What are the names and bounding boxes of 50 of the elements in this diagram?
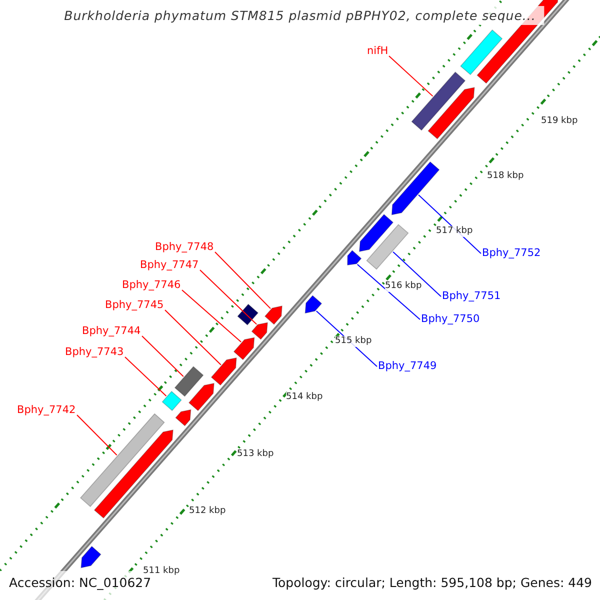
- leader-line: [76, 414, 118, 456]
- gene-feature: [175, 409, 192, 426]
- gene-feature: [80, 546, 102, 568]
- gene-feature: [358, 214, 394, 252]
- gene-label: Bphy_7749: [378, 360, 437, 373]
- gene-feature: [94, 430, 174, 519]
- leader-line: [124, 356, 167, 397]
- gene-label: Bphy_7752: [482, 247, 541, 260]
- tick-label: 518 kbp: [487, 171, 524, 182]
- gene-feature: [460, 29, 503, 76]
- accession-text: Accession: NC_010627: [9, 575, 152, 590]
- tick-label: 515 kbp: [335, 336, 372, 347]
- tick-label: 514 kbp: [286, 392, 323, 403]
- gene-label: nifH: [367, 45, 388, 58]
- gene-label: Bphy_7743: [65, 346, 124, 359]
- gene-feature: [264, 306, 282, 325]
- leader-line: [200, 270, 258, 325]
- gene-label: Bphy_7748: [155, 241, 214, 254]
- gene-feature: [162, 390, 182, 412]
- gene-feature: [174, 366, 204, 397]
- gene-label: Bphy_7746: [122, 279, 181, 292]
- gene-label: Bphy_7742: [17, 404, 76, 417]
- topology-text: Topology: circular; Length: 595,108 bp; Genes: 449: [272, 575, 592, 590]
- gene-label: Bphy_7750: [421, 313, 480, 326]
- gene-feature: [251, 322, 268, 340]
- leader-line: [164, 310, 222, 366]
- tick-label: 513 kbp: [237, 449, 274, 460]
- leader-line: [214, 252, 271, 310]
- tick-label: 511 kbp: [143, 566, 180, 577]
- gene-feature: [210, 357, 237, 386]
- gene-label: Bphy_7751: [442, 290, 501, 303]
- gene-feature: [188, 382, 214, 412]
- gene-label: Bphy_7747: [140, 259, 199, 272]
- gene-feature: [366, 224, 409, 270]
- gene-feature: [304, 295, 322, 314]
- tick-label: 517 kbp: [436, 226, 473, 237]
- leader-line: [182, 290, 242, 342]
- gene-feature: [428, 87, 475, 140]
- tick-label: 512 kbp: [189, 506, 226, 517]
- gene-feature: [347, 250, 362, 266]
- gene-feature: [80, 413, 165, 508]
- gene-feature: [411, 72, 466, 131]
- tick-label: 519 kbp: [541, 116, 578, 127]
- gene-feature: [237, 304, 259, 326]
- tick-label: 516 kbp: [385, 281, 422, 292]
- gene-feature: [233, 337, 255, 360]
- gene-label: Bphy_7745: [105, 299, 164, 312]
- gene-label: Bphy_7744: [82, 325, 141, 338]
- gene-feature: [391, 161, 440, 216]
- leader-line: [356, 264, 420, 320]
